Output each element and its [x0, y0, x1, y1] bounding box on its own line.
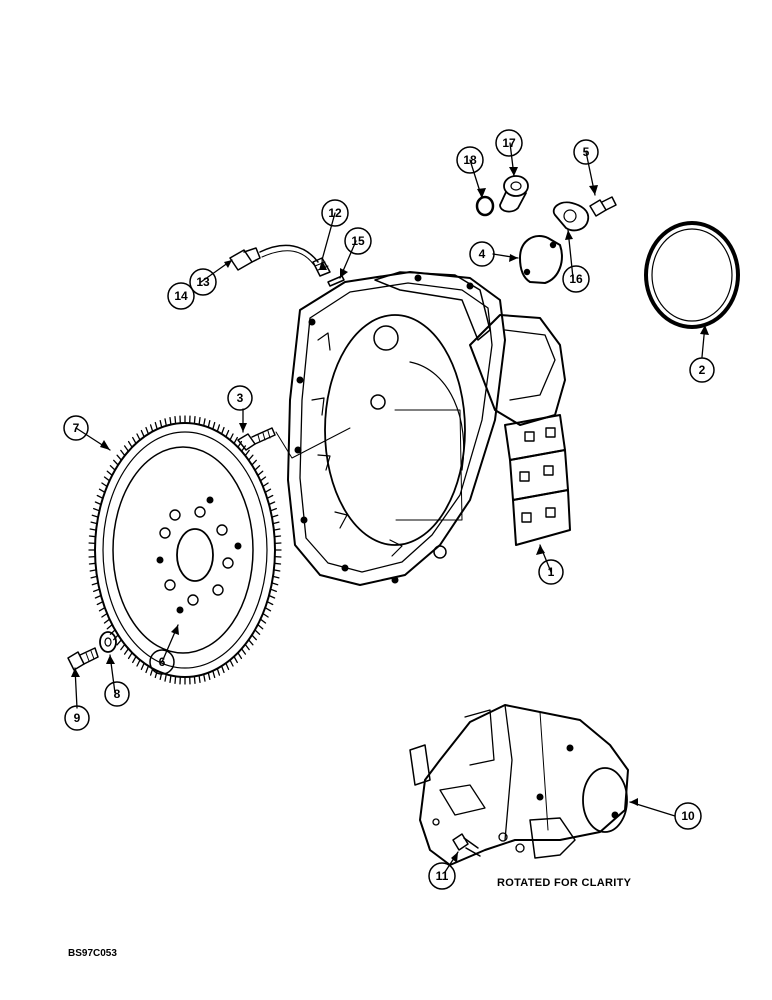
callout-6: 6 — [149, 649, 175, 675]
washer — [99, 631, 117, 653]
flywheel-housing — [287, 271, 571, 586]
svg-text:11: 11 — [436, 869, 449, 883]
svg-text:14: 14 — [174, 289, 188, 303]
drawing-code: BS97C053 — [68, 948, 117, 959]
callout-17: 17 — [495, 129, 523, 157]
leader-lines — [74, 142, 706, 873]
svg-text:5: 5 — [583, 145, 590, 159]
callout-13: 13 — [189, 268, 217, 296]
cover-plate — [519, 235, 563, 284]
cover-bolt — [589, 196, 617, 217]
svg-text:1: 1 — [548, 565, 555, 579]
callout-16: 16 — [562, 265, 590, 293]
callout-3: 3 — [227, 385, 253, 411]
svg-text:13: 13 — [196, 275, 210, 289]
gear-teeth-path — [88, 415, 282, 685]
bolt — [237, 427, 351, 459]
starter-motor — [409, 704, 629, 866]
callout-5: 5 — [573, 139, 599, 165]
starter-bolt — [452, 833, 481, 857]
svg-text:3: 3 — [237, 391, 244, 405]
o-ring — [644, 221, 740, 329]
callout-1: 1 — [538, 559, 564, 585]
callout-18: 18 — [456, 146, 484, 174]
svg-text:17: 17 — [502, 136, 516, 150]
svg-text:10: 10 — [681, 809, 695, 823]
callout-15: 15 — [344, 227, 372, 255]
svg-text:4: 4 — [479, 247, 486, 261]
leader-arrowheads — [71, 167, 709, 863]
plug — [499, 175, 529, 213]
callout-2: 2 — [689, 357, 715, 383]
svg-text:7: 7 — [73, 421, 80, 435]
callout-7: 7 — [63, 415, 89, 441]
svg-text:8: 8 — [114, 687, 121, 701]
seal-ring — [475, 195, 495, 217]
svg-text:9: 9 — [74, 711, 81, 725]
callout-14: 14 — [167, 282, 195, 310]
callout-12: 12 — [321, 199, 349, 227]
flywheel — [94, 422, 276, 678]
speed-sensor — [229, 244, 345, 287]
gasket — [552, 201, 590, 232]
callout-8: 8 — [104, 681, 130, 707]
svg-text:2: 2 — [699, 363, 706, 377]
callout-10: 10 — [674, 802, 702, 830]
svg-text:12: 12 — [328, 206, 342, 220]
svg-text:18: 18 — [463, 153, 477, 167]
ring-gear-teeth — [88, 415, 282, 685]
flywheel-bolt — [67, 647, 99, 671]
svg-text:15: 15 — [351, 234, 365, 248]
rotated-caption: ROTATED FOR CLARITY — [497, 877, 632, 889]
callout-11: 11 — [428, 862, 456, 890]
callout-4: 4 — [469, 241, 495, 267]
svg-text:16: 16 — [569, 272, 583, 286]
callout-9: 9 — [64, 705, 90, 731]
svg-text:6: 6 — [159, 655, 166, 669]
